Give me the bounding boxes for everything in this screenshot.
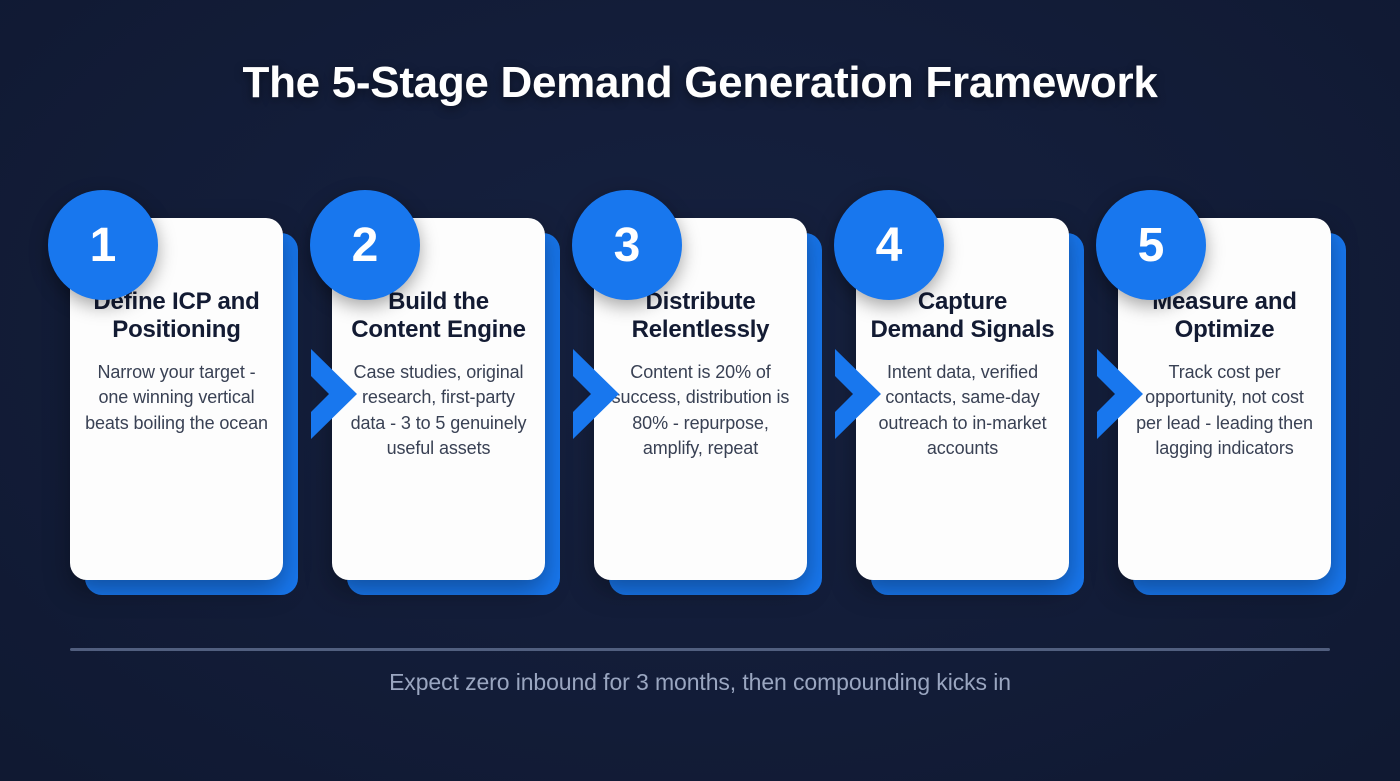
stage-number-badge: 3 [572,190,682,300]
stage-number-badge: 2 [310,190,420,300]
card-title: Capture Demand Signals [870,288,1055,343]
card-description: Case studies, original research, first-p… [350,361,527,459]
card-description: Content is 20% of success, distribution … [611,361,790,459]
footer-divider [70,648,1330,651]
stage-number-badge: 5 [1096,190,1206,300]
card-title: Define ICP and Positioning [93,288,260,343]
stage-number-label: 5 [1137,218,1165,272]
card-title: Build the Content Engine [351,288,526,343]
card-description: Intent data, verified contacts, same-day… [878,361,1047,459]
page-title: The 5-Stage Demand Generation Framework [242,58,1158,107]
stage-number-label: 2 [351,218,379,272]
card-title: Distribute Relentlessly [631,288,770,343]
chevron-right-icon [565,343,625,445]
chevron-right-icon [303,343,363,445]
stage-number-label: 4 [875,218,903,272]
stage-number-badge: 4 [834,190,944,300]
stage-number-label: 3 [613,218,641,272]
footnote-text: Expect zero inbound for 3 months, then c… [389,669,1011,695]
card-description: Track cost per opportunity, not cost per… [1136,361,1313,459]
stage-number-badge: 1 [48,190,158,300]
chevron-right-icon [1089,343,1149,445]
chevron-right-icon [827,343,887,445]
stage-number-label: 1 [89,218,117,272]
card-description: Narrow your target - one winning vertica… [85,361,268,433]
